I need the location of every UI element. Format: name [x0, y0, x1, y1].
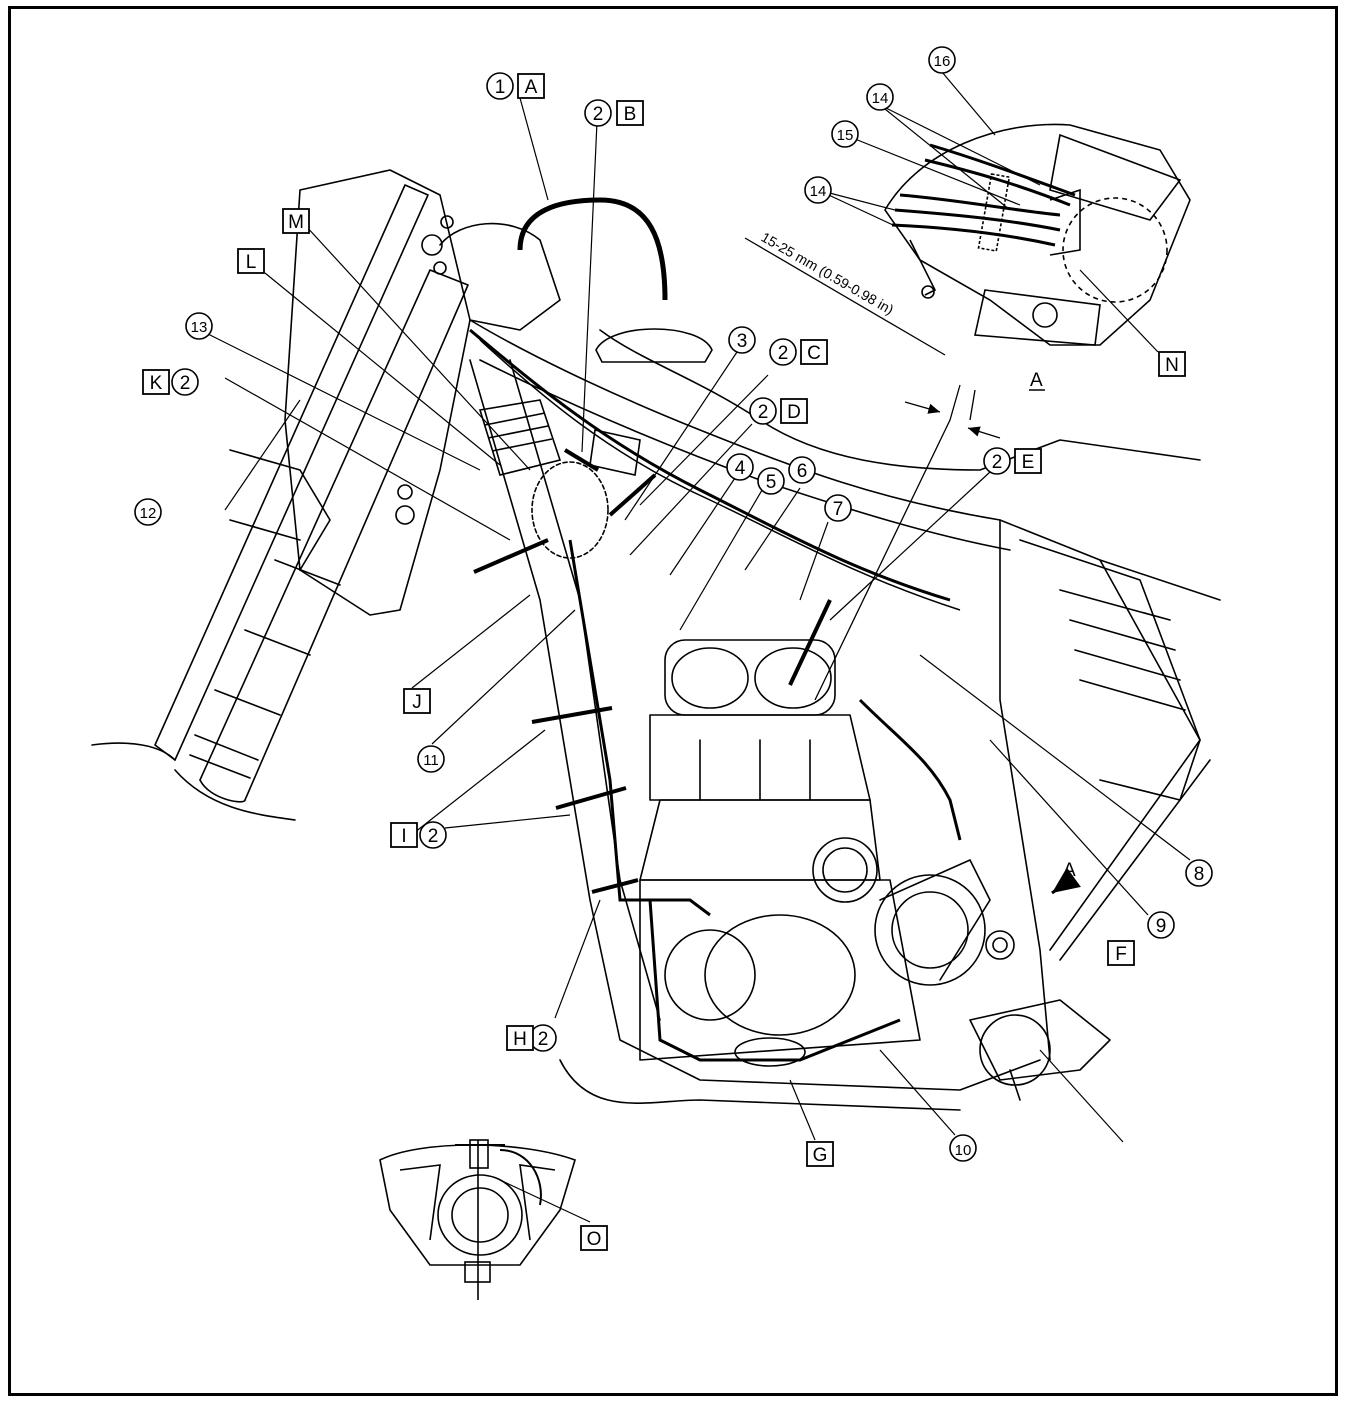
dimension-callout	[744, 237, 1001, 701]
label-k: K	[150, 373, 163, 394]
callout-circle-6	[788, 456, 816, 484]
numbered-callouts	[134, 46, 1213, 1162]
callout-16: 16	[934, 53, 951, 70]
callout-circle-12	[134, 498, 162, 526]
callout-circle-4	[726, 453, 754, 481]
label-e: E	[1022, 452, 1035, 473]
letter-boxes	[142, 73, 1186, 1251]
callout-3: 3	[737, 331, 748, 352]
leader-lines	[205, 71, 1191, 1223]
callout-2-i: 2	[428, 826, 439, 847]
callout-circle-2-d	[749, 397, 777, 425]
callout-1: 1	[495, 77, 506, 98]
callout-5: 5	[766, 472, 777, 493]
label-n: N	[1165, 355, 1179, 376]
callout-9: 9	[1156, 916, 1167, 937]
callout-2-b: 2	[593, 104, 604, 125]
view-a-arrow-label: A	[1063, 860, 1076, 881]
motorcycle-line-art	[91, 169, 1221, 1111]
label-a: A	[525, 77, 538, 98]
letter-box-text: A B C D E F G H I J K L M N O	[150, 77, 1179, 1250]
label-m: M	[288, 212, 304, 233]
callout-circle-16	[928, 46, 956, 74]
callout-circle-1	[486, 72, 514, 100]
callout-circle-8	[1185, 859, 1213, 887]
callout-circle-9	[1147, 911, 1175, 939]
callout-2-d: 2	[758, 402, 769, 423]
callout-11: 11	[423, 752, 439, 769]
callout-4: 4	[735, 458, 746, 479]
diagram-frame	[8, 6, 1338, 1396]
callout-14-a: 14	[872, 90, 889, 107]
callout-circle-11	[417, 745, 445, 773]
label-i: I	[401, 826, 406, 847]
callout-8: 8	[1194, 864, 1205, 885]
callout-circle-2-b	[584, 99, 612, 127]
label-b: B	[624, 104, 637, 125]
callout-2-k: 2	[180, 373, 191, 394]
numbered-callout-text: 1 2 3 2 2 4 5 6 7 2 8 9 10 11 2 2 12 13 …	[140, 53, 1205, 1159]
cable-ties	[473, 448, 832, 894]
callout-circle-15	[831, 120, 859, 148]
number-plate	[284, 169, 471, 616]
callout-2-e: 2	[992, 452, 1003, 473]
label-j: J	[412, 692, 422, 713]
callout-14-b: 14	[810, 183, 827, 200]
callout-circle-2-i	[419, 821, 447, 849]
detail-o-headlight	[379, 1139, 576, 1300]
dimension-text: 15-25 mm (0.59-0.98 in)	[759, 229, 897, 318]
callout-circle-2-k	[171, 368, 199, 396]
cable-loop	[517, 197, 668, 301]
callout-15: 15	[837, 127, 854, 144]
callout-circle-5	[757, 467, 785, 495]
sprocket	[874, 859, 1015, 986]
engine	[639, 639, 921, 1061]
view-a-arrow	[1051, 867, 1081, 895]
callout-6: 6	[797, 461, 808, 482]
callout-2-h: 2	[538, 1029, 549, 1050]
front-fork	[91, 184, 469, 821]
callout-2-c: 2	[778, 343, 789, 364]
label-o: O	[587, 1229, 602, 1250]
label-f: F	[1115, 944, 1127, 965]
callout-12: 12	[140, 505, 157, 522]
callout-circle-10	[949, 1134, 977, 1162]
label-h: H	[513, 1029, 527, 1050]
callout-circle-13	[185, 312, 213, 340]
view-a-label: A	[1030, 370, 1043, 391]
detail-a-inset	[884, 123, 1191, 346]
callout-circle-3	[728, 326, 756, 354]
callout-circle-14-a	[866, 83, 894, 111]
callout-circle-7	[824, 494, 852, 522]
label-c: C	[807, 343, 821, 364]
callout-7: 7	[833, 499, 844, 520]
callout-circle-14-b	[804, 176, 832, 204]
wire-harness	[469, 328, 962, 1062]
callout-13: 13	[191, 319, 208, 336]
label-l: L	[246, 252, 257, 273]
callout-circle-2-e	[983, 447, 1011, 475]
callout-circle-2-c	[769, 338, 797, 366]
label-g: G	[813, 1145, 828, 1166]
label-d: D	[787, 402, 801, 423]
callout-10: 10	[955, 1142, 972, 1159]
